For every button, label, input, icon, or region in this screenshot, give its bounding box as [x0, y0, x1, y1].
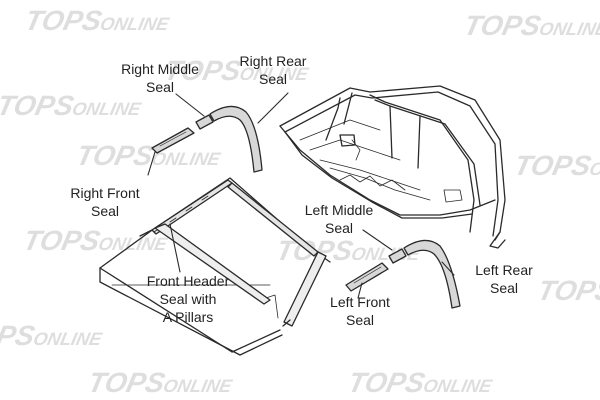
watermark: TOPSONLINE — [85, 366, 236, 398]
front-header-seal — [151, 179, 319, 257]
label-line: A Pillars — [162, 309, 214, 325]
leader-front-header — [169, 223, 181, 273]
label-line: Seal with — [159, 291, 217, 307]
svg-text:TOPSONLINE: TOPSONLINE — [74, 139, 225, 171]
label-left-middle-seal: Left Middle Seal — [292, 201, 386, 237]
watermark: TOPSONLINE — [74, 139, 225, 171]
a-pillar-left — [154, 223, 271, 305]
label-line: Left Middle — [304, 202, 374, 218]
label-front-header-seal: Front Header Seal with A Pillars — [138, 272, 238, 326]
leader-right-rear — [257, 92, 289, 124]
left-middle-seal-shape — [388, 248, 407, 264]
left-rear-seal-shape — [403, 239, 461, 309]
label-line: Right Rear — [239, 53, 307, 69]
leader-right-front — [147, 151, 156, 176]
watermark: TOPSONLINE — [0, 319, 107, 351]
right-front-seal-shape — [151, 127, 195, 154]
label-line: Seal — [324, 220, 354, 236]
svg-text:TOPSONLINE: TOPSONLINE — [85, 366, 236, 398]
label-line: Right Middle — [121, 61, 199, 77]
leader-left-rear — [441, 261, 455, 276]
svg-text:TOPSONLINE: TOPSONLINE — [512, 149, 600, 181]
right-rear-seal-shape — [209, 105, 263, 173]
label-line: Front Header — [146, 273, 230, 289]
label-line: Seal — [90, 203, 120, 219]
left-front-seal-shape — [345, 262, 389, 292]
label-line: Seal — [345, 312, 375, 328]
svg-text:TOPSONLINE: TOPSONLINE — [0, 319, 107, 351]
leader-lines — [147, 92, 455, 299]
a-pillar-right — [282, 251, 327, 327]
right-middle-seal-shape — [195, 114, 214, 130]
leader-right-middle — [175, 93, 205, 117]
label-left-rear-seal: Left Rear Seal — [466, 261, 542, 297]
watermark: TOPSONLINE — [162, 54, 313, 86]
label-line: Right Front — [70, 185, 140, 201]
folded-top-frame — [279, 85, 506, 249]
label-left-front-seal: Left Front Seal — [318, 293, 402, 329]
label-line: Seal — [145, 79, 175, 95]
svg-text:TOPSONLINE: TOPSONLINE — [535, 274, 600, 306]
leader-left-front — [357, 282, 363, 299]
leader-left-middle — [362, 229, 393, 251]
label-right-front-seal: Right Front Seal — [58, 184, 152, 220]
label-line: Seal — [258, 71, 288, 87]
svg-text:TOPSONLINE: TOPSONLINE — [162, 54, 313, 86]
label-line: Left Front — [330, 294, 390, 310]
watermark: TOPSONLINE — [535, 274, 600, 306]
watermark: TOPSONLINE — [512, 149, 600, 181]
label-right-rear-seal: Right Rear Seal — [228, 52, 318, 88]
label-line: Seal — [489, 280, 519, 296]
label-right-middle-seal: Right Middle Seal — [108, 60, 212, 96]
label-line: Left Rear — [475, 262, 533, 278]
